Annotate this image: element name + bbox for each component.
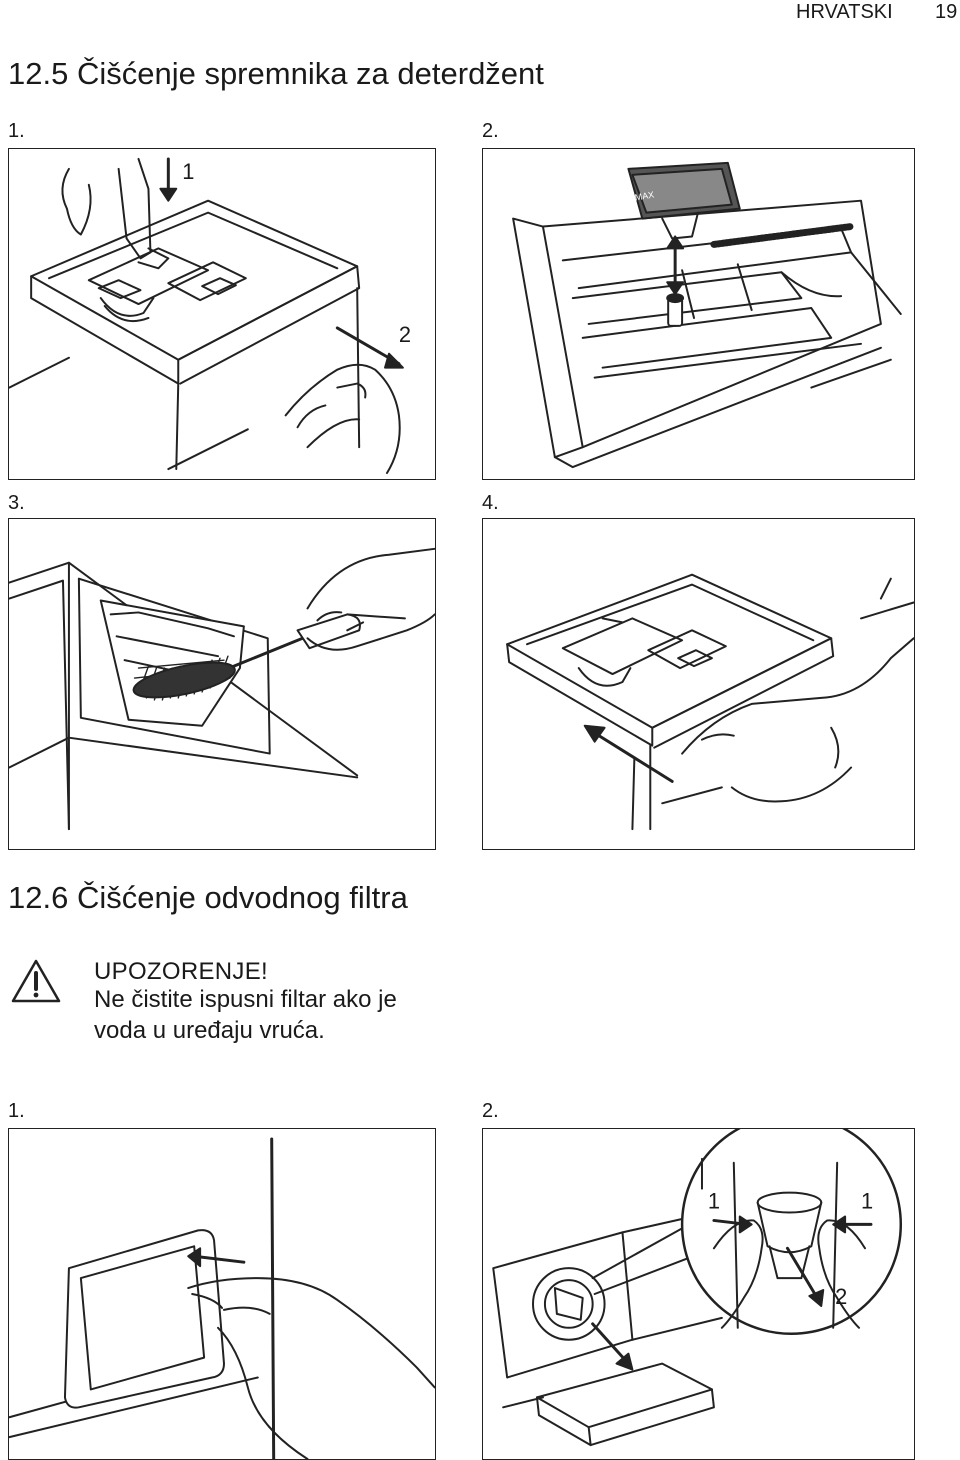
page-number: 19 — [935, 1, 958, 23]
figure-drawer-insert: MAX — [482, 148, 915, 480]
figure-drawer-insert-back — [482, 518, 915, 850]
header-language: HRVATSKI — [796, 1, 893, 23]
step-number-2: 2. — [482, 120, 499, 142]
warning-triangle-icon — [11, 959, 61, 1003]
warning-text-line-2: voda u uređaju vruća. — [94, 1017, 325, 1044]
section-title-12-5: 12.5 Čišćenje spremnika za deterdžent — [8, 56, 544, 91]
step-number-1: 1. — [8, 120, 25, 142]
figure-open-filter-flap — [8, 1128, 436, 1460]
warning-text-line-1: Ne čistite ispusni filtar ako je — [94, 986, 397, 1013]
figure-remove-filter: 1 1 2 — [482, 1128, 915, 1460]
figure-drawer-remove: 1 2 — [8, 148, 436, 480]
filter-step-number-1: 1. — [8, 1100, 25, 1122]
filter-step-number-2: 2. — [482, 1100, 499, 1122]
warning-title: UPOZORENJE! — [94, 958, 268, 985]
section-title-12-6: 12.6 Čišćenje odvodnog filtra — [8, 880, 408, 915]
figure-brush-cleaning — [8, 518, 436, 850]
step-number-4: 4. — [482, 492, 499, 514]
step-number-3: 3. — [8, 492, 25, 514]
